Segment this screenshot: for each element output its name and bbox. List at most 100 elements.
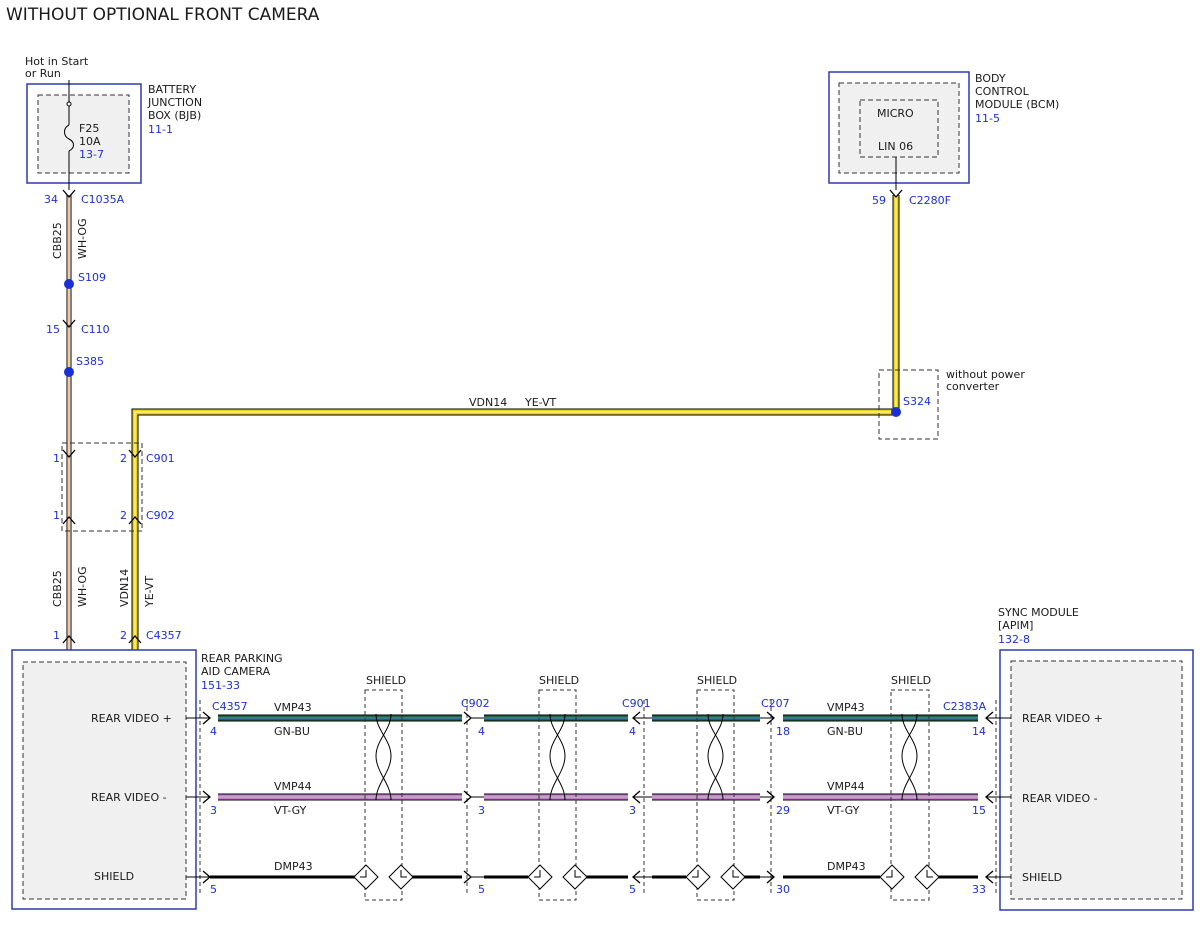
fuse-f25-symbol [64,80,74,190]
bcm-name-3: MODULE (BCM) [975,98,1059,111]
fuse-rating: 10A [79,135,101,148]
fuse-ref[interactable]: 13-7 [79,148,104,161]
splice-s385 [64,367,74,377]
sync-pin-video-plus: REAR VIDEO + [1022,712,1103,725]
c901-pin-shield: 5 [629,883,636,896]
body-control-module [828,71,970,190]
c901-pin-video-plus: 4 [629,725,636,738]
cbb25-color-lower: WH-OG [76,566,89,607]
shield-label-1: SHIELD [366,674,406,687]
sync-module [999,649,1194,911]
vdn14-circuit-lower: VDN14 [118,569,131,607]
c207-pin-video-minus: 29 [776,804,790,817]
c902-pin-video-minus: 3 [478,804,485,817]
camera-name-2: AID CAMERA [201,665,271,678]
bjb-name-2: JUNCTION [147,96,202,109]
bcm-ref[interactable]: 11-5 [975,112,1000,125]
vt-gy-color-left: VT-GY [274,804,307,817]
rear-parking-aid-camera [11,649,197,910]
c1035a-pin: 34 [44,193,58,206]
c110-name[interactable]: C110 [81,323,110,336]
harness-c4357-name[interactable]: C4357 [212,700,248,713]
vdn14-color-lower: YE-VT [143,575,156,608]
s324-note-1: without power [946,368,1025,381]
harness-c2383a-name[interactable]: C2383A [943,700,987,713]
bcm-micro: MICRO [877,107,914,120]
bjb-name-3: BOX (BJB) [148,109,201,122]
connector-markers-vertical [62,189,903,644]
c1035a-name[interactable]: C1035A [81,193,125,206]
vdn14-color: YE-VT [524,396,557,409]
harness-c207-name[interactable]: C207 [761,697,790,710]
sync-pin-shield: SHIELD [1022,871,1062,884]
c4357-name[interactable]: C4357 [146,629,182,642]
sync-ref[interactable]: 132-8 [998,633,1030,646]
sync-name-2: [APIM] [998,619,1033,632]
c902-pin-1: 1 [53,509,60,522]
c207-pin-shield: 30 [776,883,790,896]
c2280f-pin: 59 [872,194,886,207]
bjb-hot-label-1: Hot in Start [25,55,89,68]
c902-pin-video-plus: 4 [478,725,485,738]
bcm-name-1: BODY [975,72,1006,85]
camera-name-1: REAR PARKING [201,652,283,665]
c2383a-pin-video-minus: 15 [972,804,986,817]
camera-pin-video-plus: REAR VIDEO + [91,712,172,725]
c2280f-name[interactable]: C2280F [909,194,951,207]
s385-label[interactable]: S385 [76,355,104,368]
fuse-label: F25 [79,122,99,135]
s109-label[interactable]: S109 [78,271,106,284]
cbb25-circuit-upper: CBB25 [51,222,64,259]
c902-pin-shield: 5 [478,883,485,896]
gn-bu-color-left: GN-BU [274,725,310,738]
c901-pin-video-minus: 3 [629,804,636,817]
vdn14-circuit: VDN14 [469,396,507,409]
camera-ref[interactable]: 151-33 [201,679,240,692]
gn-bu-color-right: GN-BU [827,725,863,738]
harness-c901-name[interactable]: C901 [622,697,651,710]
c902-name[interactable]: C902 [146,509,175,522]
inline-connector-box [61,442,143,532]
cbb25-color-upper: WH-OG [76,218,89,259]
s324-note-2: converter [946,380,1000,393]
vt-gy-color-right: VT-GY [827,804,860,817]
sync-name-1: SYNC MODULE [998,606,1079,619]
c4357-pin-video-plus: 4 [210,725,217,738]
c2383a-pin-video-plus: 14 [972,725,986,738]
c901-pin-1: 1 [53,452,60,465]
c901-name[interactable]: C901 [146,452,175,465]
vmp43-circuit-right: VMP43 [827,701,865,714]
shield-label-2: SHIELD [539,674,579,687]
c4357-pin-1: 1 [53,629,60,642]
c901-pin-2: 2 [120,452,127,465]
dmp43-circuit-right: DMP43 [827,860,866,873]
bjb-name-1: BATTERY [148,83,196,96]
s324-label[interactable]: S324 [903,395,931,408]
vmp44-circuit-left: VMP44 [274,780,312,793]
c4357-pin-2: 2 [120,629,127,642]
camera-pin-video-minus: REAR VIDEO - [91,791,167,804]
shield-label-4: SHIELD [891,674,931,687]
bjb-hot-label-2: or Run [25,67,61,80]
wire-vdn14 [131,195,900,650]
shield-label-3: SHIELD [697,674,737,687]
c110-pin: 15 [46,323,60,336]
splice-s109 [64,279,74,289]
splice-s324 [891,407,901,417]
bcm-name-2: CONTROL [975,85,1030,98]
c4357-pin-shield: 5 [210,883,217,896]
bjb-ref[interactable]: 11-1 [148,123,173,136]
vmp43-circuit-left: VMP43 [274,701,312,714]
cbb25-circuit-lower: CBB25 [51,570,64,607]
bcm-lin: LIN 06 [878,140,913,153]
camera-pin-shield: SHIELD [94,870,134,883]
harness-c902-name[interactable]: C902 [461,697,490,710]
video-harness [186,689,1011,901]
diagram-title: WITHOUT OPTIONAL FRONT CAMERA [6,5,320,25]
c2383a-pin-shield: 33 [972,883,986,896]
vmp44-circuit-right: VMP44 [827,780,865,793]
dmp43-circuit-left: DMP43 [274,860,313,873]
c4357-pin-video-minus: 3 [210,804,217,817]
sync-pin-video-minus: REAR VIDEO - [1022,792,1098,805]
